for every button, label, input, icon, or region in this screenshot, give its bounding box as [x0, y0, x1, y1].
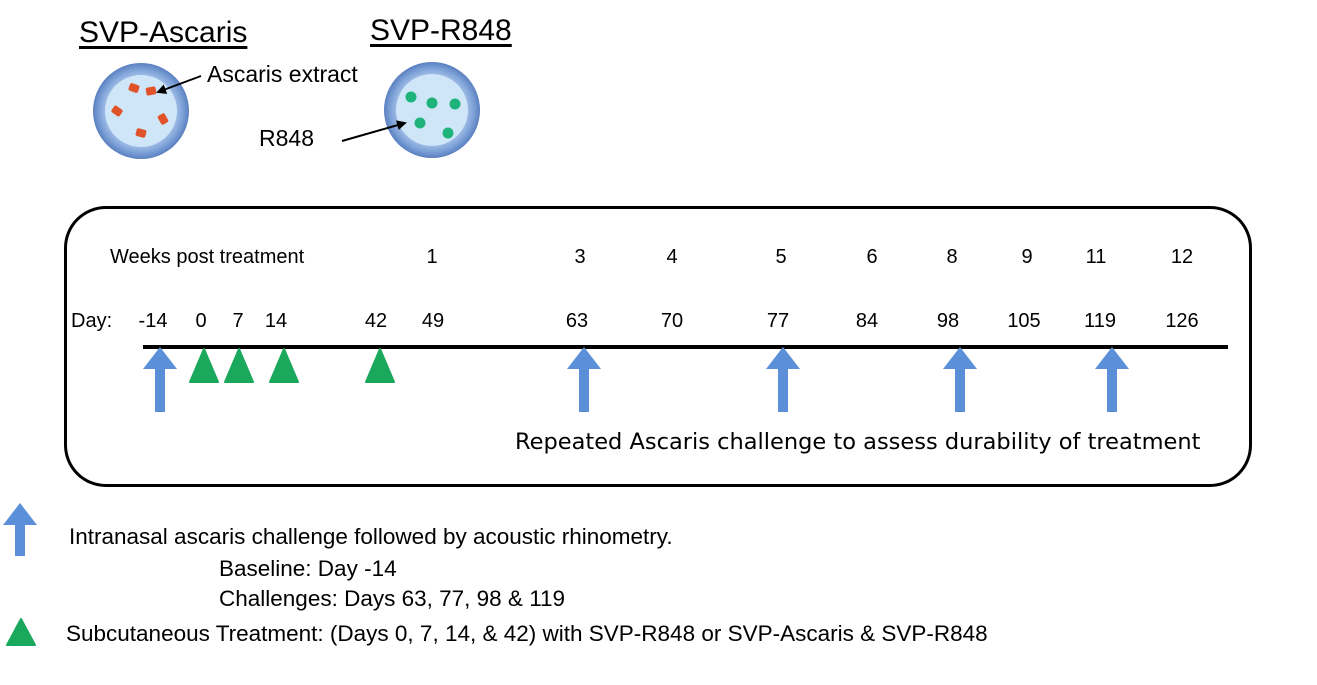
r848-dot [405, 91, 417, 103]
svp-ascaris-particle [93, 63, 189, 159]
timeline-caption: Repeated Ascaris challenge to assess dur… [515, 429, 1201, 455]
week-tick-label: 11 [1085, 246, 1107, 268]
week-tick-label: 8 [946, 246, 958, 268]
day-tick-label: 70 [660, 310, 684, 332]
ascaris-extract-dot [111, 105, 123, 117]
challenge-arrow-icon [943, 347, 977, 412]
ascaris-extract-dot [157, 113, 169, 125]
challenge-arrow-icon [766, 347, 800, 412]
ascaris-extract-dot [128, 83, 140, 93]
challenge-arrow-icon [143, 347, 177, 412]
ascaris-extract-dot [145, 86, 157, 96]
legend-treatment-text: Subcutaneous Treatment: (Days 0, 7, 14, … [66, 621, 988, 646]
day-tick-label: 98 [936, 310, 960, 332]
treatment-triangle-icon [224, 348, 254, 383]
challenge-arrow-shape [3, 503, 37, 556]
r848-dot [449, 98, 461, 110]
day-tick-label: 7 [232, 310, 244, 332]
week-tick-label: 6 [866, 246, 878, 268]
svp-r848-particle [384, 62, 480, 158]
timeline-panel [64, 206, 1252, 487]
day-tick-label: 49 [421, 310, 445, 332]
ascaris-extract-label: Ascaris extract [207, 61, 358, 87]
treatment-triangle-shape [6, 618, 36, 646]
day-tick-label: 0 [195, 310, 207, 332]
day-tick-label: 14 [264, 310, 288, 332]
weeks-post-treatment-label: Weeks post treatment [110, 246, 305, 268]
treatment-triangle-icon [269, 348, 299, 383]
day-tick-label: 105 [1007, 310, 1041, 332]
day-tick-label: 119 [1084, 310, 1116, 332]
week-tick-label: 5 [775, 246, 787, 268]
day-tick-label: 126 [1165, 310, 1199, 332]
legend-challenges-text: Challenges: Days 63, 77, 98 & 119 [219, 586, 566, 611]
week-tick-label: 4 [666, 246, 678, 268]
ascaris-extract-pointer [156, 75, 202, 94]
day-tick-label: 42 [364, 310, 388, 332]
svp-ascaris-title: SVP-Ascaris [79, 16, 248, 49]
treatment-triangle-icon [189, 348, 219, 383]
day-tick-label: 77 [766, 310, 790, 332]
week-tick-label: 9 [1021, 246, 1033, 268]
r848-dot [414, 117, 426, 129]
r848-dot [442, 127, 454, 139]
day-tick-label: 63 [565, 310, 589, 332]
ascaris-extract-dot [135, 128, 147, 138]
r848-dot [426, 97, 438, 109]
week-tick-label: 12 [1170, 246, 1194, 268]
day-label: Day: [71, 310, 113, 332]
legend-baseline-text: Baseline: Day -14 [219, 556, 397, 581]
legend-treatment-triangle-icon [6, 618, 36, 646]
r848-label: R848 [259, 125, 314, 151]
day-tick-label: 84 [855, 310, 879, 332]
challenge-arrow-icon [1095, 347, 1129, 412]
svp-r848-title: SVP-R848 [370, 14, 512, 47]
week-tick-label: 3 [574, 246, 586, 268]
treatment-triangle-icon [365, 348, 395, 383]
legend-challenge-text: Intranasal ascaris challenge followed by… [69, 524, 673, 549]
r848-pointer [341, 120, 407, 142]
day-tick-label: -14 [138, 310, 168, 332]
legend-challenge-arrow-icon [3, 503, 37, 556]
week-tick-label: 1 [426, 246, 438, 268]
challenge-arrow-icon [567, 347, 601, 412]
